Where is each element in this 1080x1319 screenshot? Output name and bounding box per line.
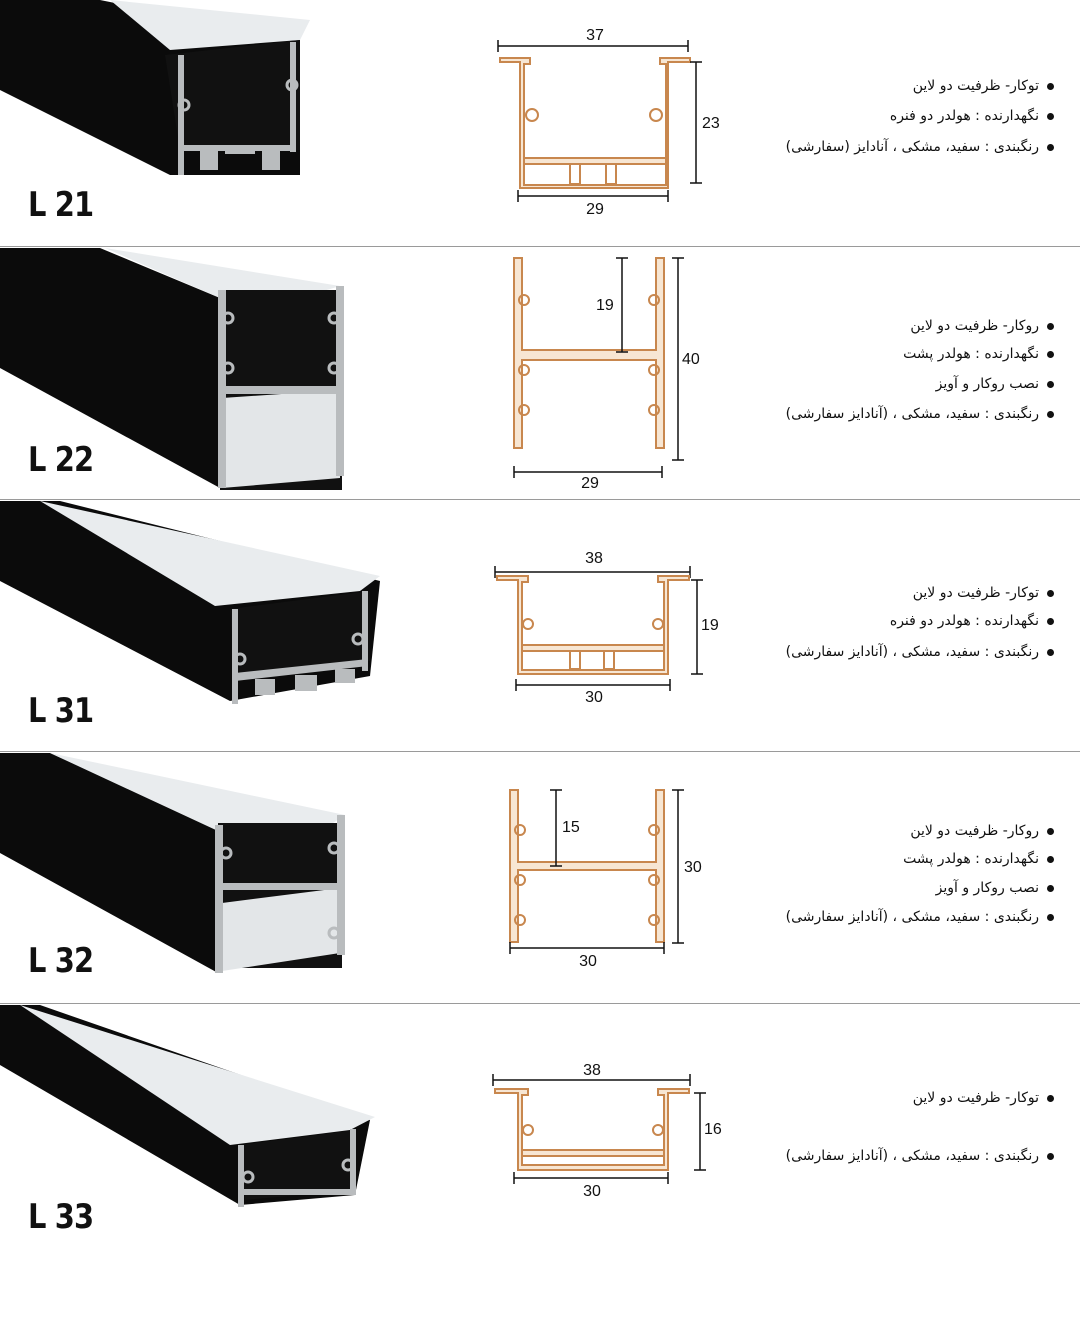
feature-item: رنگبندی : سفید، مشکی ، (آنادایز سفارشی) (786, 406, 1054, 422)
dim-height: 40 (682, 351, 700, 368)
bullet-icon (1047, 884, 1054, 892)
model-label: L 22 (28, 440, 94, 480)
dim-width-top: 38 (583, 1062, 601, 1079)
bullet-icon (1047, 380, 1054, 388)
feature-item: رنگبندی : سفید، مشکی ، (آنادایز سفارشی) (786, 1148, 1054, 1164)
bullet-icon (1047, 410, 1054, 418)
feature-item: نگهدارنده : هولدر دو فنره (890, 108, 1054, 124)
feature-item: نگهدارنده : هولدر دو فنره (890, 613, 1054, 629)
product-row-l33: L 33 38 16 30 توکار- ظرفیت دو لاین رنگبن… (0, 1005, 1080, 1257)
row-divider (0, 1003, 1080, 1004)
feature-item: نگهدارنده : هولدر پشت (903, 346, 1054, 362)
bullet-icon (1047, 648, 1054, 656)
dim-width-top: 38 (585, 550, 603, 567)
dim-height: 23 (702, 115, 720, 132)
feature-item: نگهدارنده : هولدر پشت (903, 851, 1054, 867)
profile-drawing-l32: 15 30 30 (509, 789, 702, 970)
feature-item: روکار- ظرفیت دو لاین (910, 823, 1054, 839)
dim-height: 19 (701, 617, 719, 634)
bullet-icon (1047, 617, 1054, 625)
dim-width-bottom: 29 (581, 475, 599, 492)
bullet-icon (1047, 855, 1054, 863)
product-photo-l32 (0, 753, 345, 973)
bullet-icon (1047, 322, 1054, 330)
profile-drawing-l33: 38 16 30 (492, 1062, 722, 1200)
dim-width-bottom: 30 (585, 689, 603, 706)
feature-item: رنگبندی : سفید، مشکی ، (آنادایز سفارشی) (786, 644, 1054, 660)
row-divider (0, 499, 1080, 500)
product-photo-l31 (0, 501, 380, 704)
dim-height: 30 (684, 859, 702, 876)
dim-inner-depth: 19 (596, 297, 614, 314)
dim-inner-depth: 15 (562, 819, 580, 836)
feature-item: رنگبندی : سفید، مشکی ، آنادایز (سفارشی) (786, 139, 1054, 155)
row-divider (0, 246, 1080, 247)
product-photo-l33 (0, 1005, 375, 1207)
row-divider (0, 751, 1080, 752)
dim-width-bottom: 30 (579, 953, 597, 970)
feature-item: توکار- ظرفیت دو لاین (913, 1090, 1054, 1106)
product-photo-l22 (0, 248, 344, 490)
bullet-icon (1047, 913, 1054, 921)
bullet-icon (1047, 143, 1054, 151)
profile-drawing-l31: 38 19 30 (494, 550, 719, 706)
dim-height: 16 (704, 1121, 722, 1138)
product-row-l22: L 22 19 40 29 روکار- ظرفیت دو لاین نگهدا… (0, 248, 1080, 500)
dim-width-bottom: 29 (586, 201, 604, 218)
dim-width-top: 37 (586, 27, 604, 44)
profile-drawing-l22: 19 40 29 (513, 257, 700, 492)
feature-item: روکار- ظرفیت دو لاین (910, 318, 1054, 334)
feature-item: نصب روکار و آویز (936, 376, 1054, 392)
feature-item: توکار- ظرفیت دو لاین (913, 78, 1054, 94)
bullet-icon (1047, 350, 1054, 358)
model-label: L 32 (28, 941, 94, 981)
model-label: L 33 (28, 1197, 94, 1237)
product-photo-l21 (0, 0, 310, 175)
bullet-icon (1047, 589, 1054, 597)
profile-drawing-l21: 37 23 29 (497, 27, 720, 218)
feature-item: توکار- ظرفیت دو لاین (913, 585, 1054, 601)
bullet-icon (1047, 827, 1054, 835)
feature-item: رنگبندی : سفید، مشکی ، (آنادایز سفارشی) (786, 909, 1054, 925)
product-row-l31: L 31 38 19 30 توکار- ظرفیت دو لاین نگهدا… (0, 501, 1080, 753)
dim-width-bottom: 30 (583, 1183, 601, 1200)
feature-item: نصب روکار و آویز (936, 880, 1054, 896)
bullet-icon (1047, 1152, 1054, 1160)
model-label: L 21 (28, 185, 94, 225)
model-label: L 31 (28, 691, 94, 731)
bullet-icon (1047, 112, 1054, 120)
bullet-icon (1047, 1094, 1054, 1102)
product-row-l21: L 21 37 23 29 توکار- ظرفیت دو لاین نگهدا… (0, 0, 1080, 252)
product-row-l32: L 32 15 30 30 روکار- ظرفیت دو لاین نگهدا… (0, 753, 1080, 1005)
bullet-icon (1047, 82, 1054, 90)
